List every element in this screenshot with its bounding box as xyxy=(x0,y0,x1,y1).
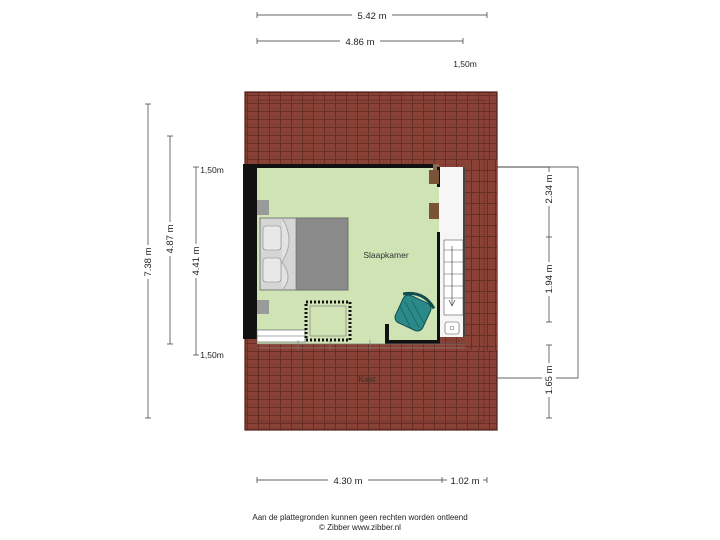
dimension-bottom-left: 4.30 m xyxy=(333,476,362,487)
dimension-bottom-right: 1.02 m xyxy=(450,476,479,487)
dimension-left-upper-small: 1,50m xyxy=(200,165,224,175)
dimension-left-lower-small: 1,50m xyxy=(200,350,224,360)
dimension-right-top: 2.34 m xyxy=(544,174,555,203)
footer-copyright: © Zibber www.zibber.nl xyxy=(319,523,401,532)
dimension-labels: 5.42 m 4.86 m 1,50m 7.38 m 4.87 m 4.41 m… xyxy=(141,9,556,487)
room-label-storage: Kast xyxy=(358,374,376,384)
room-label-bedroom: Slaapkamer xyxy=(363,250,409,260)
dimension-right-bottom: 1.65 m xyxy=(544,365,555,394)
storage-partition xyxy=(256,329,465,350)
pillow-icon xyxy=(262,257,282,283)
dimension-right-mid: 1.94 m xyxy=(544,264,555,293)
walls xyxy=(243,164,465,344)
bed xyxy=(259,217,349,291)
dimension-top-right-small: 1,50m xyxy=(453,59,477,69)
armchair xyxy=(394,291,436,332)
dimension-left-mid: 4.87 m xyxy=(165,224,176,253)
pillow-icon xyxy=(262,225,282,251)
dimension-left-overall: 7.38 m xyxy=(143,247,154,276)
rug xyxy=(304,300,352,342)
bed-cover xyxy=(295,217,349,291)
footer-disclaimer: Aan de plattegronden kunnen geen rechten… xyxy=(252,513,468,522)
sink-icon xyxy=(444,321,460,335)
stair-area xyxy=(439,167,464,337)
window-sills xyxy=(257,170,439,314)
dimension-top-inner: 4.86 m xyxy=(345,37,374,48)
dimension-left-inner: 4.41 m xyxy=(191,246,202,275)
dimension-top-overall: 5.42 m xyxy=(357,11,386,22)
